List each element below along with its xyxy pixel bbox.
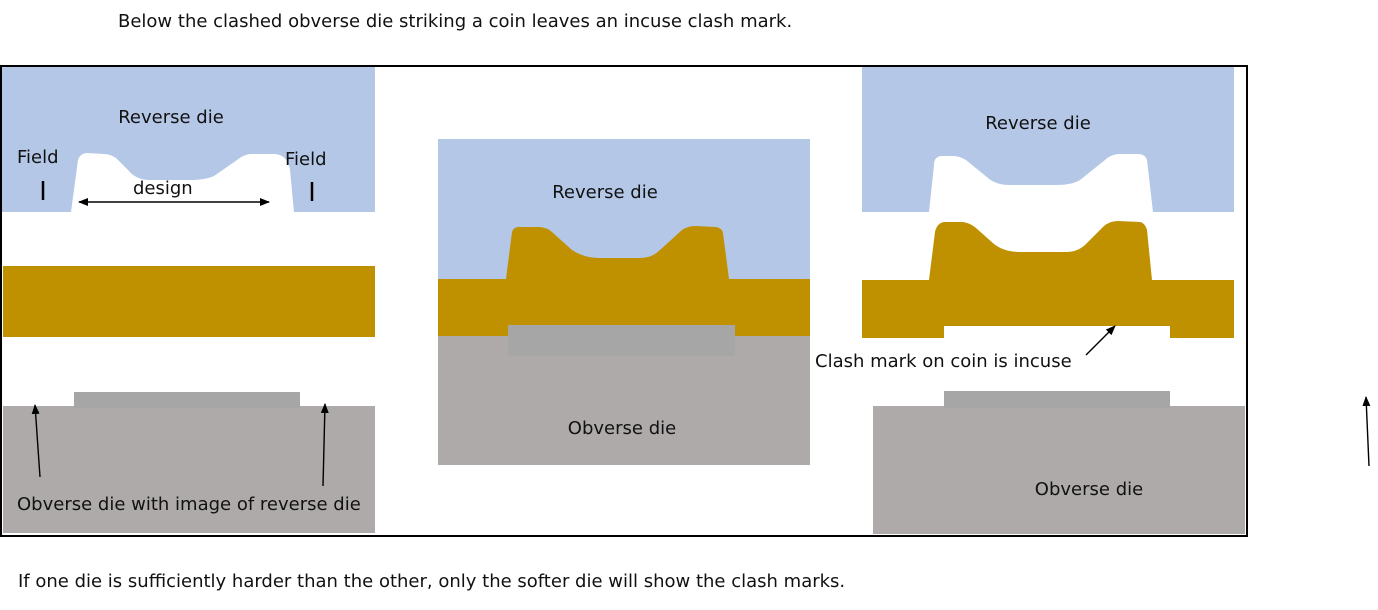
field-right-label: Field (285, 149, 327, 170)
coin-with-incuse-mark (862, 221, 1234, 338)
clash-image-raised (944, 391, 1170, 408)
reverse-die-block (2, 67, 375, 212)
diagram-frame (0, 65, 1248, 537)
reverse-die-label: Reverse die (552, 182, 658, 203)
coin-blank (3, 266, 375, 337)
obverse-die-block (873, 406, 1245, 534)
pointer-arrow-right (320, 403, 329, 487)
stray-arrow (1362, 396, 1371, 467)
top-caption: Below the clashed obverse die striking a… (118, 11, 793, 32)
panel-left: Reverse die Field Field design Obverse d… (2, 67, 375, 533)
reverse-die-block (862, 67, 1234, 212)
clash-label-bg (810, 346, 1080, 374)
obverse-die-label: Obverse die (1035, 479, 1143, 500)
obverse-die-block (438, 335, 810, 465)
pointer-arrow-left (31, 404, 41, 478)
panel-right: Reverse die Clash mark on coin is incuse… (810, 67, 1245, 534)
clash-mark-arrow (1085, 325, 1116, 356)
field-left-label: Field (17, 147, 59, 168)
clash-mark-label: Clash mark on coin is incuse (815, 351, 1072, 372)
reverse-die-label: Reverse die (118, 107, 224, 128)
reverse-die-block (438, 139, 810, 281)
panel-middle: Reverse die Obverse die (438, 139, 810, 465)
bottom-caption: If one die is sufficiently harder than t… (18, 571, 846, 592)
clash-image-raised (74, 392, 300, 408)
obverse-die-label: Obverse die (568, 418, 676, 439)
obverse-die-block (3, 406, 375, 533)
design-label: design (133, 178, 193, 199)
obverse-label: Obverse die with image of reverse die (17, 494, 361, 515)
coin-struck (438, 226, 810, 336)
clash-image-pressed (508, 325, 735, 356)
reverse-die-label: Reverse die (985, 113, 1091, 134)
